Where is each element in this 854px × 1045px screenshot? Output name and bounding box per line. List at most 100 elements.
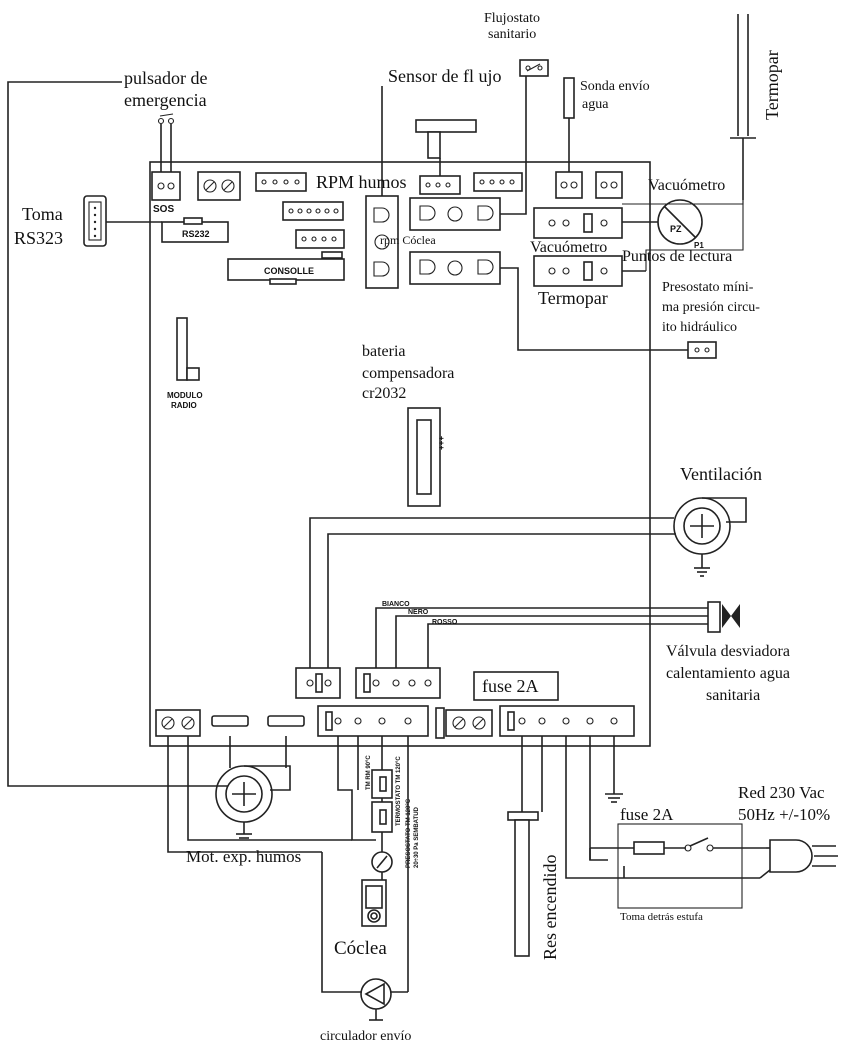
rpm-coclea-connector bbox=[409, 197, 501, 231]
circulador-pump bbox=[360, 978, 392, 1021]
vacuometro-top-label: Vacuómetro bbox=[648, 177, 725, 194]
ventilacion-wire-1 bbox=[309, 517, 674, 668]
toma-rs-label-1: Toma bbox=[22, 204, 63, 224]
connector-6pin bbox=[282, 201, 344, 221]
termopar-connector bbox=[533, 255, 623, 287]
fuse-external bbox=[633, 841, 665, 855]
sensor-flujo-label: Sensor de fl ujo bbox=[388, 66, 501, 86]
coclea-power-connector bbox=[409, 251, 501, 285]
consolle-header: CONSOLLE bbox=[227, 258, 345, 285]
connector-2pin-b bbox=[595, 171, 623, 199]
tm-80-label: TM RM 90°C bbox=[366, 755, 372, 790]
mot-humos-label: Mot. exp. humos bbox=[186, 847, 301, 866]
fuse-slot-1 bbox=[211, 715, 249, 727]
coclea-connector bbox=[317, 705, 445, 739]
toma-rs-label-2: RS323 bbox=[14, 228, 63, 248]
valvula-label-1: Válvula desviadora bbox=[666, 643, 790, 660]
ventilacion-fan bbox=[673, 497, 747, 577]
flujostato-label-1: Flujostato bbox=[484, 11, 540, 26]
terminal-block-1 bbox=[197, 171, 241, 201]
ventilacion-connector bbox=[295, 667, 341, 699]
rpm-coclea-label: rpm Cóclea bbox=[380, 233, 436, 247]
vacuometro-conn-label: Vacuómetro bbox=[530, 239, 607, 256]
sonda-label-2: agua bbox=[582, 97, 609, 112]
battery-plus-label: +++ bbox=[437, 436, 446, 450]
sensor-flujo bbox=[415, 119, 477, 176]
rs232-header: RS232 bbox=[161, 217, 229, 243]
red-label-1: Red 230 Vac bbox=[738, 783, 825, 802]
puntos-lectura-label: Puntos de lectura bbox=[622, 248, 732, 265]
valvula-connector bbox=[355, 667, 441, 699]
termopar-vertical-label: Termopar bbox=[762, 50, 782, 120]
flujostato-label-2: sanitario bbox=[488, 27, 536, 42]
ground-symbol bbox=[605, 736, 623, 803]
power-connector bbox=[499, 705, 635, 737]
tm-120-label: TERMOSTATO TM 120°C bbox=[396, 756, 402, 826]
vacuometro-connector bbox=[533, 207, 623, 239]
sonda-connector bbox=[555, 171, 583, 199]
sensor-flujo-connector bbox=[419, 175, 461, 195]
modulo-label-1: MODULO bbox=[167, 391, 203, 400]
sos-connector: SOS bbox=[151, 171, 181, 215]
fuse-board-box: fuse 2A bbox=[473, 671, 559, 701]
toma-detras-label: Toma detrás estufa bbox=[620, 911, 703, 923]
toma-detras-box bbox=[589, 823, 766, 909]
presostato-switch bbox=[500, 267, 717, 359]
presostato-label-2: ma presión circu- bbox=[662, 300, 760, 315]
ventilacion-label: Ventilación bbox=[680, 464, 762, 484]
connector-4pin-b bbox=[295, 229, 345, 259]
power-wire-l bbox=[589, 736, 608, 861]
termopar-probe bbox=[622, 14, 756, 272]
connector-4pin-c bbox=[473, 172, 523, 192]
presostato-label-3: ito hidráulico bbox=[662, 320, 737, 335]
valvula-label-3: sanitaria bbox=[706, 687, 760, 704]
terminal-block-2 bbox=[155, 709, 201, 737]
res-encendido bbox=[507, 736, 543, 957]
rpm-humos-connector bbox=[365, 195, 399, 289]
mot-exp-humos bbox=[215, 736, 291, 839]
sonda-label-1: Sonda envío bbox=[580, 79, 650, 94]
p1-label: P1 bbox=[694, 241, 704, 250]
fuse-board-label: fuse 2A bbox=[482, 676, 539, 696]
flujostato-switch bbox=[500, 59, 549, 215]
rosso-label: ROSSO bbox=[432, 619, 458, 626]
consolle-label: CONSOLLE bbox=[264, 266, 314, 276]
res-encendido-label: Res encendido bbox=[540, 855, 560, 960]
circulador-label: circulador envío bbox=[320, 1029, 411, 1044]
coclea-circuit: TM RM 90°C TERMOSTATO TM 120°C PRESOSTAT… bbox=[321, 736, 420, 993]
rpm-humos-label: RPM humos bbox=[316, 172, 407, 192]
bateria-label-2: compensadora bbox=[362, 365, 454, 382]
power-plug bbox=[759, 839, 838, 879]
presostato-bd-label-1: PRESOSTATO TM 120°C bbox=[406, 798, 412, 868]
control-board bbox=[149, 161, 651, 747]
valvula-desviadora: BIANCO NERO ROSSO bbox=[375, 601, 740, 668]
sos-wire bbox=[7, 81, 228, 787]
bateria-label-3: cr2032 bbox=[362, 385, 406, 402]
fuse-ext-label: fuse 2A bbox=[620, 805, 674, 824]
vacuometro-gauge: PZ P1 bbox=[622, 199, 704, 250]
mot-humos-wire-1 bbox=[167, 736, 322, 853]
bianco-label: BIANCO bbox=[382, 601, 410, 608]
pulsador-label-2: emergencia bbox=[124, 90, 207, 110]
termopar-conn-label: Termopar bbox=[538, 288, 608, 308]
power-wire-n bbox=[565, 736, 760, 879]
mot-humos-wire-2 bbox=[187, 736, 352, 841]
pulsador-label-1: pulsador de bbox=[124, 68, 207, 88]
modulo-radio: MODULO RADIO bbox=[167, 317, 203, 410]
modulo-label-2: RADIO bbox=[171, 401, 197, 410]
fuse-slot-2 bbox=[267, 715, 305, 727]
valvula-label-2: calentamiento agua bbox=[666, 665, 790, 682]
presostato-bd-label-2: 20÷30 Pa SEMBATUD bbox=[414, 806, 420, 868]
terminal-block-3 bbox=[445, 709, 493, 737]
coclea-label: Cóclea bbox=[334, 938, 387, 959]
rs232-port bbox=[83, 195, 162, 247]
battery-holder: +++ bbox=[407, 407, 446, 507]
pz-label: PZ bbox=[670, 224, 682, 234]
red-label-2: 50Hz +/-10% bbox=[738, 805, 830, 824]
bateria-label-1: bateria bbox=[362, 343, 406, 360]
presostato-label-1: Presostato míni- bbox=[662, 280, 754, 295]
sos-label: SOS bbox=[153, 204, 174, 215]
nero-label: NERO bbox=[408, 609, 429, 616]
sonda-envio bbox=[563, 77, 575, 172]
